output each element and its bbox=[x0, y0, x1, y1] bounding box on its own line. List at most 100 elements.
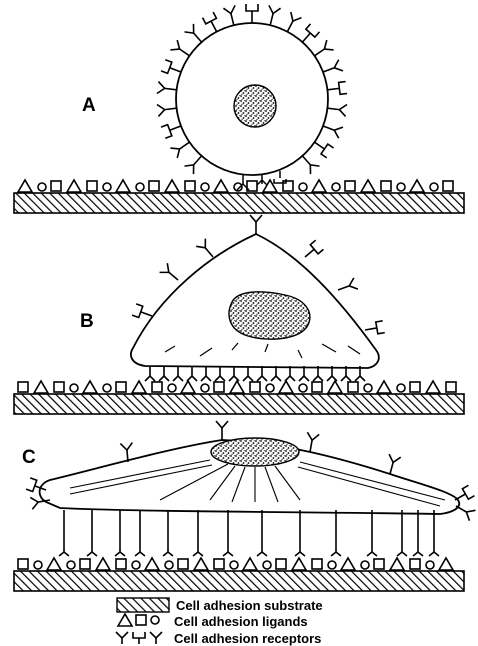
bound-receptor-arms bbox=[271, 376, 281, 381]
receptor-stem bbox=[141, 312, 152, 316]
ligand-circle bbox=[361, 561, 369, 569]
receptor-arms bbox=[30, 497, 38, 509]
legend-receptor-symbols bbox=[116, 632, 162, 644]
ligand-circle bbox=[430, 183, 438, 191]
receptor-stem bbox=[456, 506, 466, 512]
receptor-arms bbox=[223, 5, 235, 13]
ligand-circle bbox=[70, 384, 78, 392]
receptor-stem bbox=[302, 156, 310, 165]
receptor-arms bbox=[157, 82, 165, 94]
ligand-square bbox=[410, 382, 420, 392]
receptor-arms bbox=[161, 125, 172, 139]
receptor-stem bbox=[390, 462, 393, 474]
panel-label-a: A bbox=[82, 95, 96, 116]
receptor-stem bbox=[338, 286, 349, 290]
receptor-stem bbox=[327, 88, 339, 89]
bound-receptor-arms bbox=[201, 376, 211, 381]
receptor-arms bbox=[157, 104, 165, 116]
ligand-square bbox=[443, 181, 453, 191]
receptor-stem bbox=[169, 272, 178, 280]
receptor-stem bbox=[270, 14, 273, 26]
receptor-stem bbox=[365, 328, 377, 330]
bound-receptor-arms bbox=[355, 376, 365, 381]
receptor-arms bbox=[339, 104, 347, 116]
ligand-square bbox=[178, 559, 188, 569]
bound-receptor-arms bbox=[295, 552, 305, 556]
bound-receptor-arms bbox=[145, 376, 155, 381]
bound-receptor-arms bbox=[341, 376, 351, 381]
ligand-triangle bbox=[47, 558, 61, 570]
receptor-arms bbox=[291, 12, 302, 21]
ligand-triangle bbox=[214, 180, 228, 192]
ligand-square bbox=[214, 382, 224, 392]
ligand-circle bbox=[132, 561, 140, 569]
ligand-circle bbox=[67, 561, 75, 569]
bound-receptor-arms bbox=[187, 376, 197, 381]
receptor-arms bbox=[196, 239, 205, 248]
legend-ligands-label: Cell adhesion ligands bbox=[174, 614, 308, 629]
ligand-triangle bbox=[361, 180, 375, 192]
ligand-square bbox=[18, 559, 28, 569]
ligand-square bbox=[250, 382, 260, 392]
receptor-arms bbox=[185, 24, 194, 33]
bound-receptor-arms bbox=[413, 552, 423, 556]
receptor-arms bbox=[160, 263, 169, 272]
ligand-square bbox=[312, 559, 322, 569]
bound-receptor-arms bbox=[299, 376, 309, 381]
receptor-stem bbox=[211, 21, 217, 32]
receptor-arms bbox=[307, 432, 319, 440]
receptor-stem bbox=[165, 88, 177, 89]
ligand-square bbox=[87, 181, 97, 191]
legend-substrate-label: Cell adhesion substrate bbox=[176, 598, 323, 613]
ligand-circle bbox=[230, 561, 238, 569]
receptor-arms bbox=[161, 60, 172, 74]
receptor-stem bbox=[315, 142, 325, 149]
bound-receptor-arms bbox=[397, 552, 407, 556]
ligand-circle bbox=[426, 561, 434, 569]
receptor-arms bbox=[389, 454, 401, 462]
bound-receptor-arms bbox=[367, 552, 377, 556]
ligand-circle bbox=[299, 183, 307, 191]
bound-receptor-arms bbox=[87, 552, 97, 556]
ligand-circle bbox=[332, 183, 340, 191]
ligand-triangle bbox=[410, 180, 424, 192]
receptor-arms bbox=[203, 12, 217, 24]
substrate-c bbox=[14, 571, 464, 591]
receptor-stem bbox=[305, 249, 314, 257]
receptor-stem bbox=[302, 33, 310, 42]
ligand-circle bbox=[201, 384, 209, 392]
ligand-triangle bbox=[145, 558, 159, 570]
receptor-arms bbox=[324, 40, 333, 50]
ligand-circle bbox=[397, 384, 405, 392]
cell-spreading-b bbox=[131, 215, 385, 381]
bound-receptors-b bbox=[145, 366, 365, 381]
ligand-triangle bbox=[243, 558, 257, 570]
panel-label-b: B bbox=[80, 311, 94, 332]
nucleus-c bbox=[211, 438, 299, 466]
receptor-arms bbox=[466, 510, 475, 520]
ligand-circle bbox=[299, 384, 307, 392]
ligand-square bbox=[51, 181, 61, 191]
bound-receptors-c bbox=[59, 510, 439, 556]
bound-receptor-arms bbox=[229, 376, 239, 381]
ligand-triangle bbox=[263, 180, 277, 192]
receptor-arms bbox=[170, 148, 179, 158]
ligand-square bbox=[152, 382, 162, 392]
ligand-square bbox=[446, 382, 456, 392]
bound-receptor-arms bbox=[135, 552, 145, 556]
ligand-square bbox=[276, 559, 286, 569]
ligand-circle bbox=[328, 561, 336, 569]
bound-receptor-arms bbox=[215, 376, 225, 381]
receptor-stem bbox=[287, 21, 293, 32]
receptor-arms bbox=[250, 215, 262, 222]
ligand-triangle bbox=[67, 180, 81, 192]
bound-receptor-arms bbox=[173, 376, 183, 381]
ligand-triangle bbox=[165, 180, 179, 192]
ligand-circle bbox=[364, 384, 372, 392]
ligand-square bbox=[312, 382, 322, 392]
bound-receptor-arms bbox=[193, 552, 203, 556]
ligand-triangle bbox=[96, 558, 110, 570]
receptor-arms bbox=[462, 485, 474, 499]
ligand-triangle bbox=[312, 180, 326, 192]
